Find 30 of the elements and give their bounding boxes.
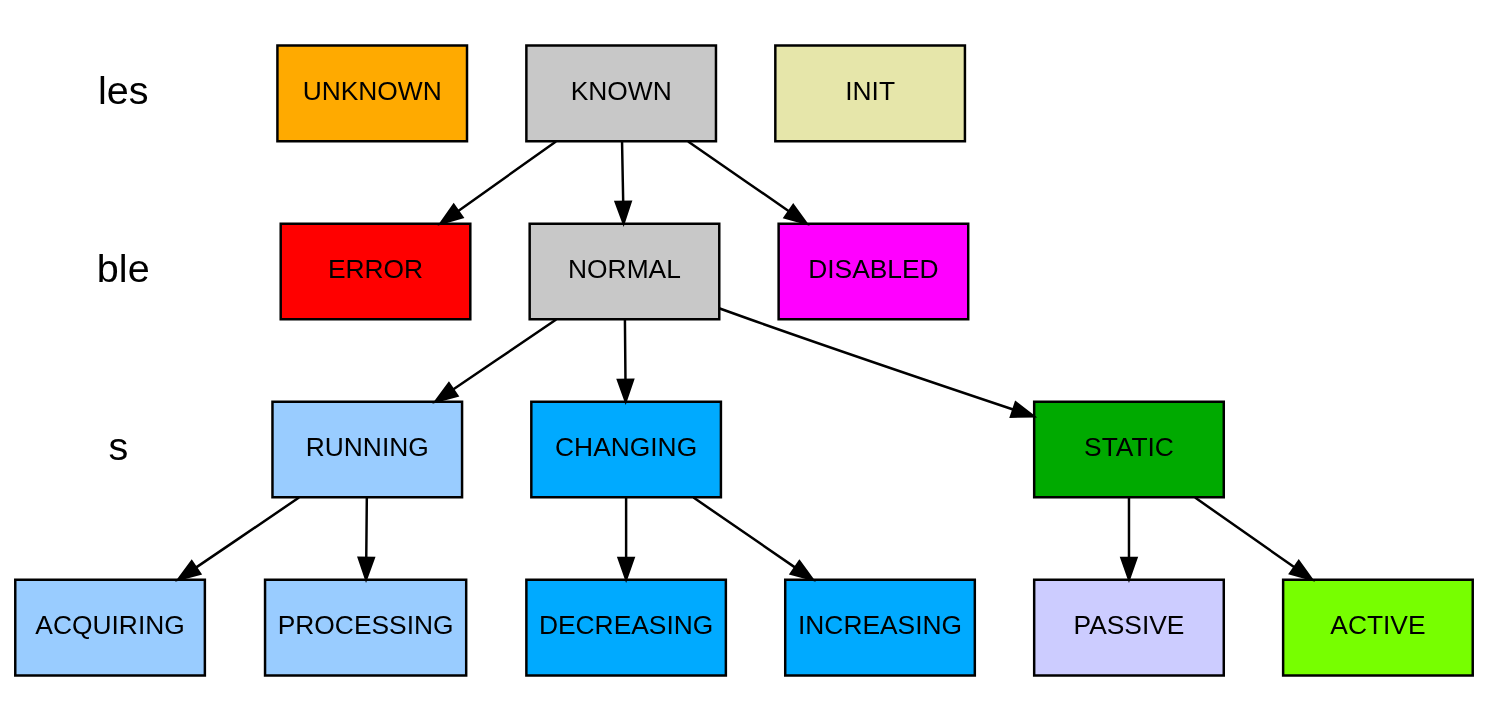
arrow — [175, 496, 300, 582]
arrow — [616, 319, 635, 405]
label: les — [97, 67, 149, 112]
node-box: DECREASING — [525, 578, 728, 677]
label: s — [108, 423, 129, 468]
node-box: ERROR — [279, 221, 472, 320]
arrow — [719, 306, 1038, 418]
arrow — [616, 497, 636, 583]
node-box: ACQUIRING — [14, 578, 207, 677]
node-box: KNOWN — [525, 43, 718, 142]
arrow — [357, 497, 376, 583]
arrow — [613, 140, 633, 227]
arrow — [1119, 497, 1139, 583]
label: ble — [96, 245, 150, 290]
arrow — [692, 496, 816, 582]
node-box: NORMAL — [528, 221, 721, 320]
node-box: RUNNING — [271, 400, 464, 499]
arrow — [432, 317, 557, 404]
node-box: INIT — [774, 43, 967, 142]
node-box: INCREASING — [784, 578, 977, 677]
node-box: CHANGING — [530, 400, 723, 499]
arrow — [437, 139, 557, 226]
node-box: PROCESSING — [263, 578, 468, 677]
node-box: PASSIVE — [1032, 578, 1225, 677]
node-box: ACTIVE — [1281, 578, 1474, 677]
node-box: STATIC — [1032, 400, 1225, 499]
arrow — [1194, 496, 1316, 582]
node-box: UNKNOWN — [276, 43, 469, 142]
node-box: DISABLED — [777, 221, 970, 320]
arrow — [687, 139, 810, 226]
